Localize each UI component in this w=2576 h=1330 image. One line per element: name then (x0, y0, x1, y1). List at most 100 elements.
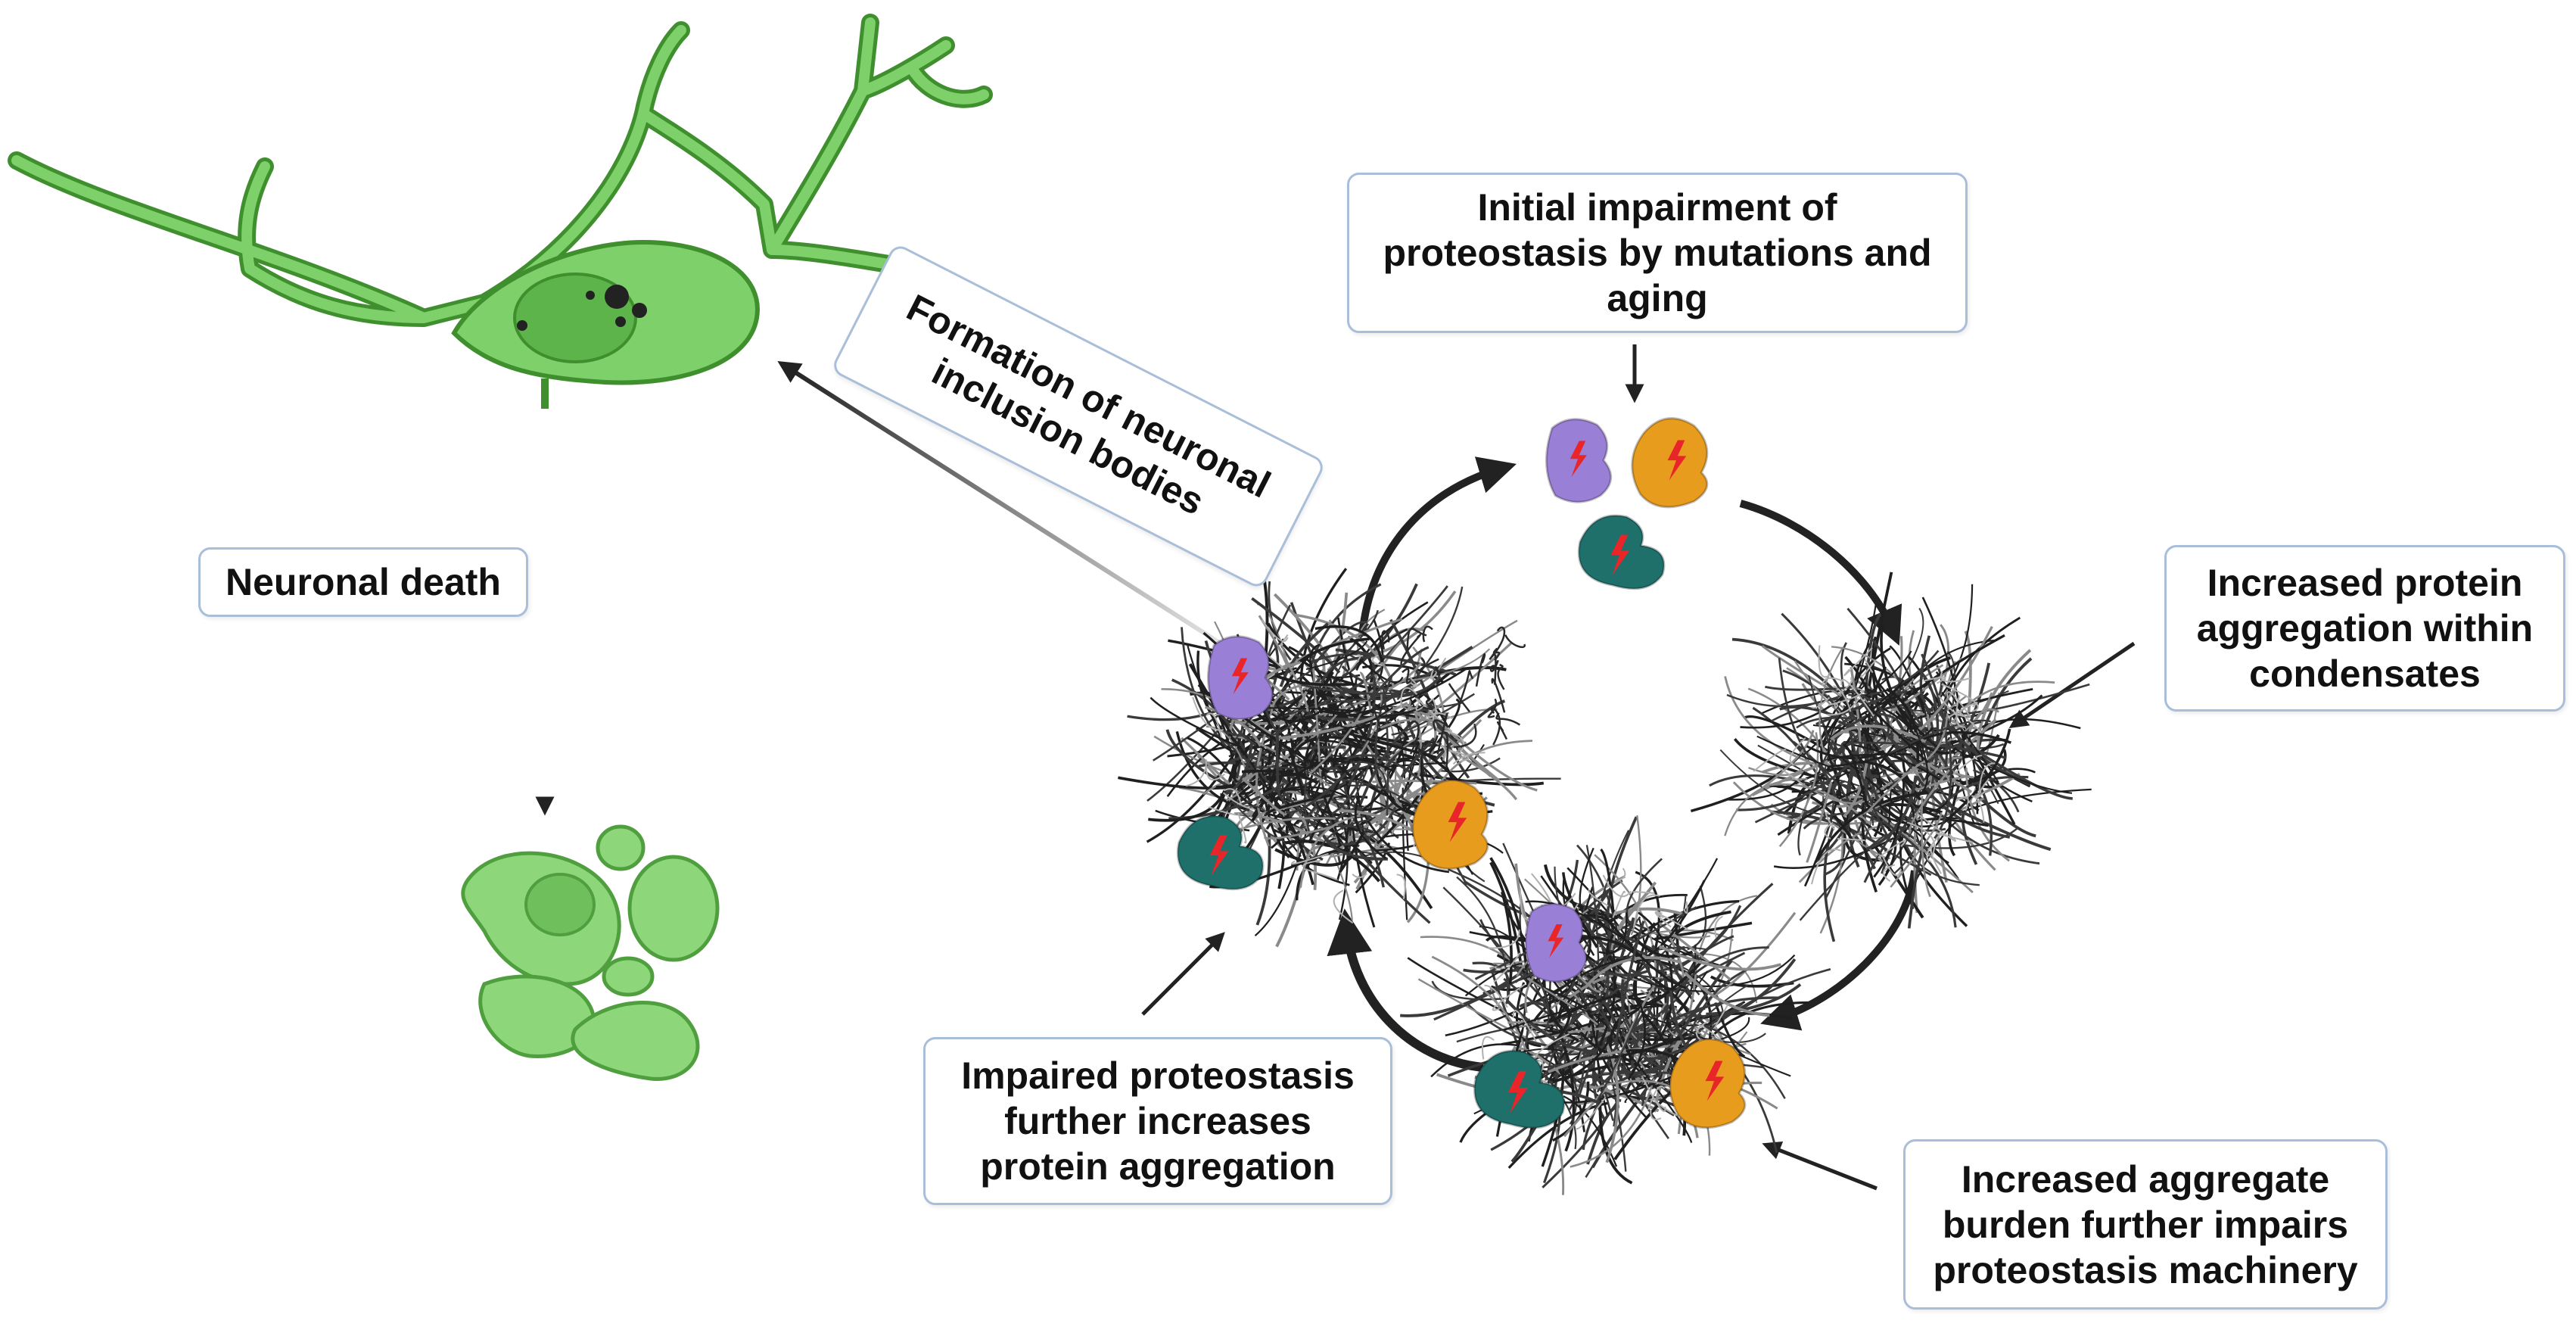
aggregate-fiber (1348, 654, 1361, 673)
aggregate-fiber (1695, 1022, 1725, 1044)
aggregate-fiber (1298, 822, 1385, 849)
aggregate-fiber (1819, 690, 1862, 764)
aggregate-fiber (1822, 677, 1844, 686)
aggregate-fiber (1747, 687, 1835, 765)
aggregate-fiber (1839, 650, 1912, 715)
aggregate-fiber (1655, 905, 1742, 973)
aggregate-fiber (1348, 662, 1377, 786)
aggregate-fiber (1941, 683, 1979, 712)
aggregate-fiber (1299, 568, 1348, 690)
aggregate-fiber (1299, 814, 1361, 888)
aggregate-fiber (1971, 795, 1985, 823)
aggregate-fiber (1878, 839, 1906, 858)
aggregate-fiber (1223, 788, 1242, 805)
aggregate-fiber (1273, 593, 1335, 666)
aggregate-fiber (1613, 907, 1685, 916)
aggregate-fiber (1906, 821, 1936, 855)
aggregate-fiber (1812, 758, 1872, 839)
condensates-line: Increased protein (2207, 562, 2523, 604)
aggregate-fiber (1601, 914, 1612, 985)
aggregate-fiber (1858, 793, 1959, 880)
aggregate-fiber (1489, 653, 1497, 685)
lightning-icon (1231, 658, 1249, 695)
aggregate-fiber (1756, 735, 1850, 774)
aggregate-fiber (1946, 691, 1971, 718)
protein-aggregate-burden (1400, 815, 1831, 1195)
aggregate-fiber (1633, 894, 1660, 928)
aggregate-fiber (1327, 592, 1349, 672)
damaged-protein-icon (1631, 417, 1709, 509)
damaged-protein-icon (1176, 815, 1265, 891)
cell-fragment (571, 1001, 700, 1081)
aggregate-fiber (1941, 728, 2011, 826)
aggregate-fiber (1570, 1078, 1655, 1168)
impaired-proteostasis-line: Impaired proteostasis (961, 1054, 1355, 1097)
aggregate-fiber (1396, 874, 1406, 900)
aggregate-fiber (1251, 737, 1283, 822)
aggregate-fiber (1884, 821, 1957, 928)
aggregate-fiber (1846, 723, 1893, 843)
aggregate-fiber (1961, 811, 1978, 865)
aggregate-fiber (1827, 753, 1913, 762)
aggregate-fiber (1649, 960, 1703, 1006)
impaired-proteostasis-arrow (1141, 932, 1225, 1016)
aggregate-fiber (1740, 689, 1851, 729)
aggregate-fiber (1843, 743, 1868, 805)
apoptotic-neuron-icon (461, 824, 720, 1081)
aggregate-fiber (1731, 637, 1844, 700)
aggregate-fiber (1576, 844, 1621, 942)
aggregate-fiber (1222, 792, 1254, 810)
aggregate-fiber (1627, 998, 1646, 1080)
lightning-icon (1610, 534, 1630, 575)
aggregate-fiber (1713, 1004, 1729, 1029)
aggregate-fiber (1420, 740, 1436, 777)
aggregate-fiber (1909, 769, 1951, 834)
aggregate-fiber (1598, 950, 1616, 1047)
neuronal-death-label: Neuronal death (198, 547, 528, 617)
protein-body (1631, 417, 1709, 509)
aggregate-fiber (1285, 772, 1347, 815)
aggregate-fiber (1301, 684, 1408, 695)
aggregate-fiber (1620, 979, 1665, 1056)
aggregate-fiber (1531, 873, 1551, 902)
damaged-protein-icon (1577, 514, 1666, 590)
aggregate-fiber (1328, 807, 1397, 846)
aggregate-fiber (1947, 701, 1978, 718)
aggregate-fiber (1696, 1020, 1708, 1042)
aggregate-fiber (1424, 777, 1561, 786)
aggregate-fiber (1934, 741, 1952, 839)
aggregate-fiber (1908, 734, 1958, 755)
aggregate-fiber (1585, 845, 1600, 965)
aggregate-fiber (1935, 832, 1974, 843)
aggregate-fiber (1689, 954, 1796, 988)
aggregate-fiber (1504, 634, 1526, 648)
aggregate-fiber (1488, 929, 1520, 949)
aggregate-fiber (1415, 698, 1433, 712)
aggregate-fiber (1614, 867, 1626, 883)
aggregate-fiber (1602, 874, 1632, 898)
aggregate-fiber (1280, 634, 1289, 646)
aggregate-fiber (1811, 849, 1841, 885)
aggregate-fiber (1303, 867, 1338, 881)
aggregate-fiber (1255, 766, 1362, 814)
aggregate-fiber (1883, 864, 1896, 882)
aggregate-fiber (1381, 630, 1390, 649)
aggregate-fiber (1422, 625, 1433, 643)
aggregate-fiber (1464, 963, 1520, 997)
aggregate-fiber (1873, 779, 1906, 878)
aggregate-fiber (1719, 749, 1827, 816)
initial-impairment-line: proteostasis by mutations and (1383, 232, 1932, 274)
aggregate-fiber (1269, 707, 1387, 715)
neuronal-death-text: Neuronal death (226, 561, 501, 603)
aggregate-fiber (1196, 650, 1245, 751)
inclusion-body-arrow (777, 360, 1258, 668)
aggregate-fiber (1406, 673, 1418, 687)
aggregate-fiber (1560, 1035, 1576, 1152)
aggregate-fiber (1504, 1005, 1582, 1031)
lightning-icon (1209, 835, 1229, 876)
aggregate-fiber (1305, 640, 1368, 671)
aggregate-fiber (1308, 723, 1370, 842)
aggregate-fiber (1187, 645, 1222, 739)
condensates-arrow (2008, 641, 2136, 729)
